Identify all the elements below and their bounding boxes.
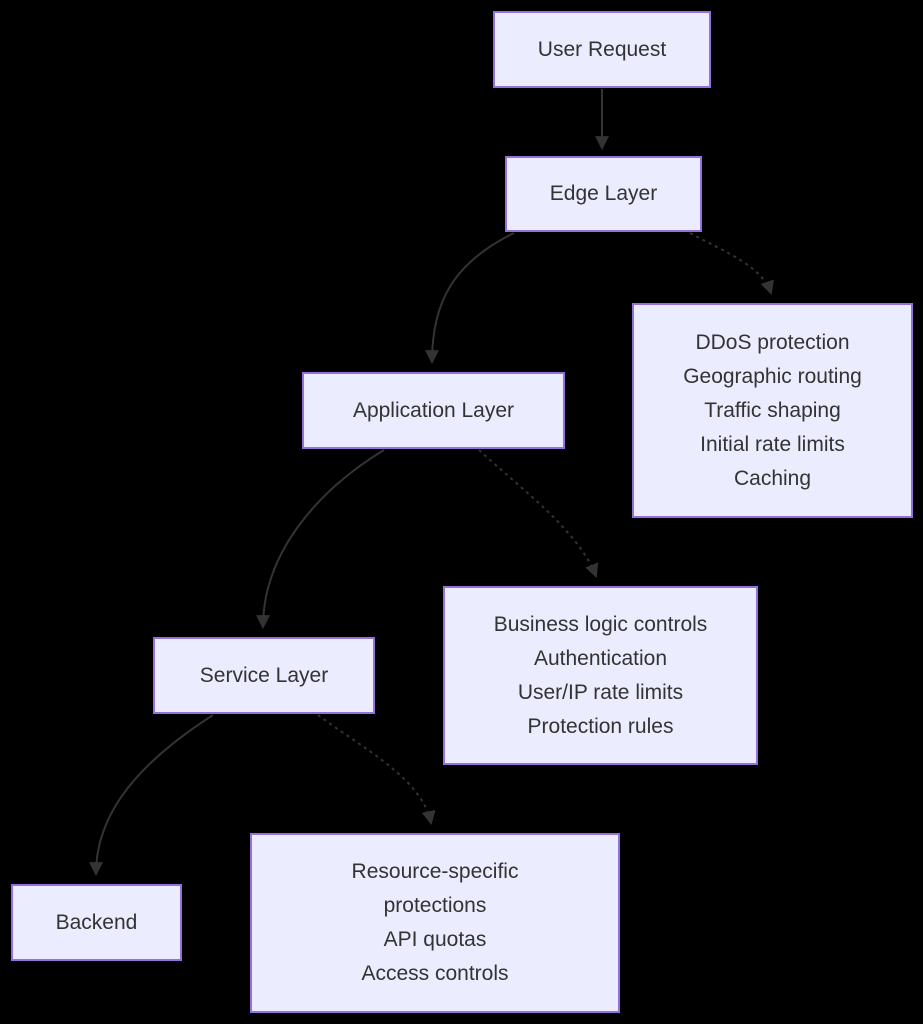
node-label: Application Layer — [352, 398, 515, 422]
node-line: DDoS protection — [695, 330, 850, 354]
edge-service-layer-to-backend — [89, 714, 214, 877]
node-line: API quotas — [383, 928, 487, 951]
node-line: Business logic controls — [493, 612, 708, 636]
edge-edge-layer-to-application-layer — [425, 232, 515, 365]
node-user-request: User Request — [493, 11, 711, 88]
node-line: Protection rules — [527, 714, 674, 738]
node-line: User/IP rate limits — [517, 680, 684, 704]
node-application-layer: Application Layer — [302, 372, 565, 449]
edge-edge-layer-to-edge-capabilities — [689, 232, 774, 295]
node-service-capabilities: Resource-specific protections API quotas… — [250, 833, 620, 1013]
node-label: Backend — [55, 910, 138, 934]
edge-service-layer-to-service-capabilities — [317, 714, 436, 826]
node-label: Edge Layer — [549, 182, 658, 205]
node-line: protections — [383, 894, 487, 917]
node-backend: Backend — [11, 884, 182, 961]
node-line: Caching — [733, 466, 812, 490]
node-application-capabilities: Business logic controls Authentication U… — [443, 586, 758, 765]
node-line: Geographic routing — [683, 364, 862, 388]
node-edge-layer: Edge Layer — [505, 156, 702, 232]
node-line: Traffic shaping — [704, 398, 841, 422]
node-line: Authentication — [533, 646, 668, 670]
edge-application-layer-to-service-layer — [256, 449, 385, 630]
node-label: User Request — [537, 37, 667, 61]
edge-application-layer-to-application-capabilities — [478, 449, 599, 578]
node-line: Initial rate limits — [700, 432, 845, 456]
node-line: Resource-specific — [351, 860, 519, 883]
node-label: Service Layer — [199, 663, 329, 687]
node-edge-capabilities: DDoS protection Geographic routing Traff… — [632, 303, 913, 518]
node-service-layer: Service Layer — [153, 637, 375, 714]
node-line: Access controls — [361, 962, 509, 985]
